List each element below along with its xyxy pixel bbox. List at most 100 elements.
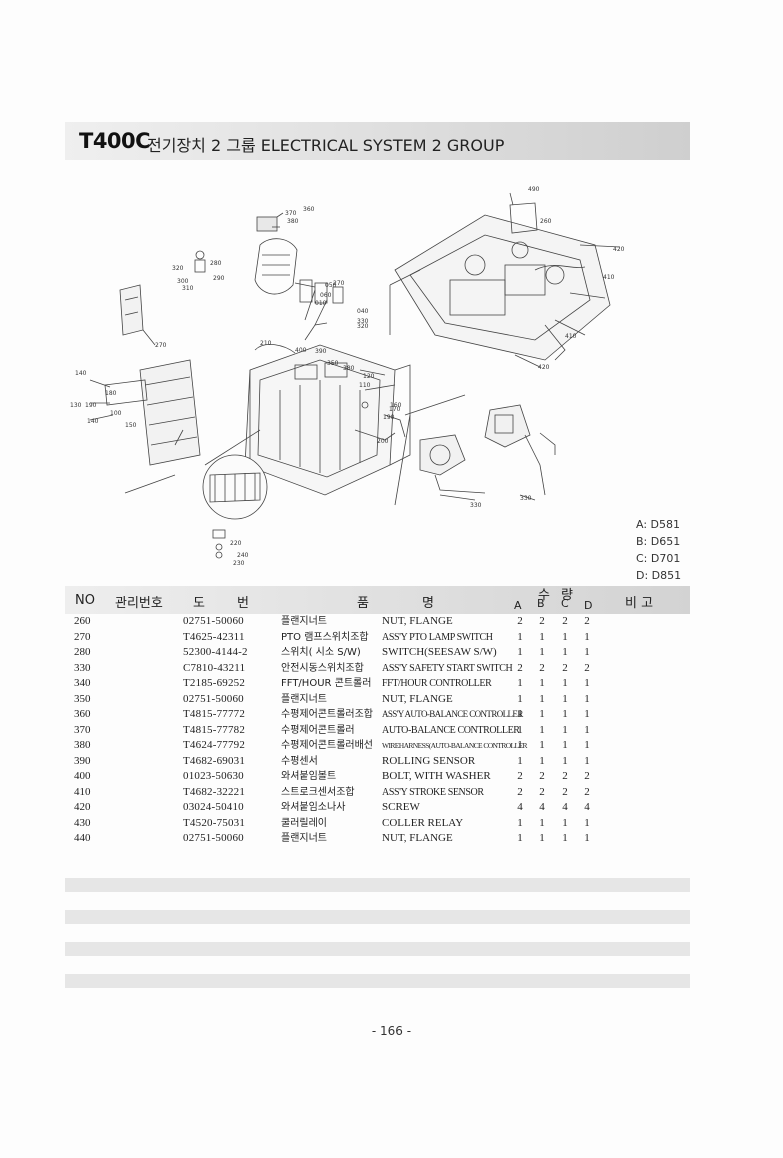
- cell-no: 440: [74, 832, 91, 844]
- svg-text:240: 240: [237, 552, 249, 559]
- cell-part-number: T4682-69031: [183, 754, 246, 767]
- table-row: 440 02751-50060 플랜지너트 NUT, FLANGE 1 1 1 …: [0, 831, 783, 847]
- header-qty-d: D: [584, 599, 593, 612]
- cell-part-number: C7810-43211: [183, 661, 246, 674]
- cell-name-en: ASS'Y PTO LAMP SWITCH: [382, 631, 493, 643]
- rear-hitch-assembly: [389, 192, 621, 368]
- cell-qty-a: 2: [517, 661, 523, 674]
- cell-name-kr: 안전시동스위치조합: [281, 662, 364, 674]
- cell-qty-c: 1: [562, 708, 568, 720]
- svg-text:490: 490: [528, 186, 540, 193]
- page-number: - 166 -: [371, 1024, 412, 1038]
- exploded-parts-diagram: 490 260 420 410 410 420 370 360 380 320 …: [65, 175, 690, 585]
- cell-qty-b: 1: [539, 630, 545, 643]
- cell-name-kr: 와셔붙임소나사: [281, 802, 346, 813]
- diagram-svg: 490 260 420 410 410 420 370 360 380 320 …: [70, 186, 625, 567]
- section-title: 전기장치 2 그룹 ELECTRICAL SYSTEM 2 GROUP: [147, 136, 505, 155]
- svg-text:200: 200: [377, 438, 389, 445]
- empty-row-stripe: [65, 910, 690, 924]
- cell-name-en: ASS'Y STROKE SENSOR: [382, 786, 484, 798]
- cell-qty-b: 1: [539, 646, 545, 658]
- svg-text:060: 060: [320, 292, 332, 299]
- cell-part-number: 03024-50410: [183, 801, 244, 813]
- cell-qty-c: 4: [562, 801, 568, 813]
- svg-text:400: 400: [295, 347, 307, 354]
- cell-name-en: AUTO-BALANCE CONTROLLER: [382, 724, 520, 736]
- svg-text:330: 330: [470, 502, 482, 509]
- cell-qty-b: 2: [539, 785, 545, 798]
- cell-no: 420: [74, 801, 91, 813]
- cell-name-kr: 수평센서: [281, 755, 318, 767]
- cell-qty-c: 1: [562, 692, 568, 705]
- svg-text:320: 320: [172, 265, 184, 272]
- header-no: NO: [75, 593, 95, 608]
- cell-name-kr: 와셔붙임볼트: [281, 771, 337, 782]
- cell-qty-a: 1: [517, 816, 523, 829]
- cell-qty-a: 1: [517, 754, 523, 767]
- cell-qty-a: 4: [517, 801, 523, 813]
- svg-text:130: 130: [70, 402, 82, 409]
- cell-no: 350: [74, 692, 91, 705]
- empty-row-stripe: [65, 974, 690, 988]
- cell-no: 330: [74, 661, 91, 674]
- cell-qty-a: 2: [517, 615, 523, 627]
- left-bracket: [119, 284, 156, 346]
- table-row: 390 T4682-69031 수평센서 ROLLING SENSOR 1 1 …: [0, 754, 783, 770]
- table-row: 260 02751-50060 플랜지너트 NUT, FLANGE 2 2 2 …: [0, 614, 783, 630]
- cell-name-en: FFT/HOUR CONTROLLER: [382, 678, 492, 689]
- cell-qty-d: 1: [584, 754, 590, 767]
- header-remarks: 비 고: [625, 596, 654, 611]
- cell-name-kr: 수평제어콘트롤러: [281, 724, 355, 736]
- header-qty-2: 량: [561, 588, 573, 603]
- table-row: 280 52300-4144-2 스위치( 시소 S/W) SWITCH(SEE…: [0, 645, 783, 661]
- header-drawing-1: 도: [193, 596, 205, 611]
- table-row: 340 T2185-69252 FFT/HOUR 콘트롤러 FFT/HOUR C…: [0, 676, 783, 692]
- cell-qty-b: 1: [539, 692, 545, 705]
- model-item-d: D: D851: [636, 569, 682, 582]
- table-row: 430 T4520-75031 쿨러릴레이 COLLER RELAY 1 1 1…: [0, 816, 783, 832]
- svg-text:150: 150: [125, 422, 137, 429]
- svg-text:310: 310: [182, 285, 194, 292]
- svg-text:270: 270: [155, 342, 167, 349]
- center-switch-cluster: [299, 279, 344, 326]
- cell-qty-c: 1: [562, 832, 568, 844]
- cell-qty-d: 4: [584, 801, 590, 813]
- cell-name-en: NUT, FLANGE: [382, 692, 453, 705]
- cell-part-number: 02751-50060: [183, 692, 244, 705]
- svg-text:190: 190: [383, 414, 395, 421]
- cell-qty-b: 1: [539, 832, 545, 844]
- cell-name-en: ASS'Y AUTO-BALANCE CONTROLLER: [382, 709, 523, 719]
- table-row: 370 T4815-77782 수평제어콘트롤러 AUTO-BALANCE CO…: [0, 723, 783, 739]
- cell-qty-d: 1: [584, 723, 590, 736]
- cell-qty-c: 1: [562, 677, 568, 689]
- cell-name-en: COLLER RELAY: [382, 816, 464, 829]
- svg-text:040: 040: [357, 308, 369, 315]
- left-lever-frame: [89, 359, 201, 466]
- cell-qty-d: 1: [584, 816, 590, 829]
- sensor-parts: [394, 394, 556, 506]
- table-row: 380 T4624-77792 수평제어콘트롤러배선 WIREHARNESS(A…: [0, 738, 783, 754]
- svg-text:140: 140: [75, 370, 87, 377]
- cell-qty-d: 1: [584, 677, 590, 689]
- cell-qty-c: 1: [562, 646, 568, 658]
- cell-qty-a: 1: [517, 630, 523, 643]
- cell-name-kr: 플랜지너트: [281, 616, 327, 627]
- cell-qty-a: 2: [517, 770, 523, 782]
- cell-name-kr: PTO 램프스위치조합: [281, 631, 369, 643]
- header-qty-c: C: [561, 597, 569, 610]
- svg-text:350: 350: [327, 360, 339, 367]
- cell-qty-d: 2: [584, 785, 590, 798]
- cell-part-number: T4625-42311: [183, 630, 245, 643]
- header-qty-a: A: [514, 599, 522, 612]
- cell-qty-a: 1: [517, 692, 523, 705]
- svg-text:120: 120: [363, 373, 375, 380]
- cell-part-number: T2185-69252: [183, 677, 246, 689]
- svg-text:190: 190: [85, 402, 97, 409]
- cell-no: 400: [74, 770, 91, 782]
- header-drawing-2: 번: [237, 596, 249, 611]
- cell-no: 410: [74, 785, 91, 798]
- cell-no: 260: [74, 615, 91, 627]
- detail-circle: [124, 429, 268, 559]
- svg-text:140: 140: [87, 418, 99, 425]
- svg-text:410: 410: [565, 333, 577, 340]
